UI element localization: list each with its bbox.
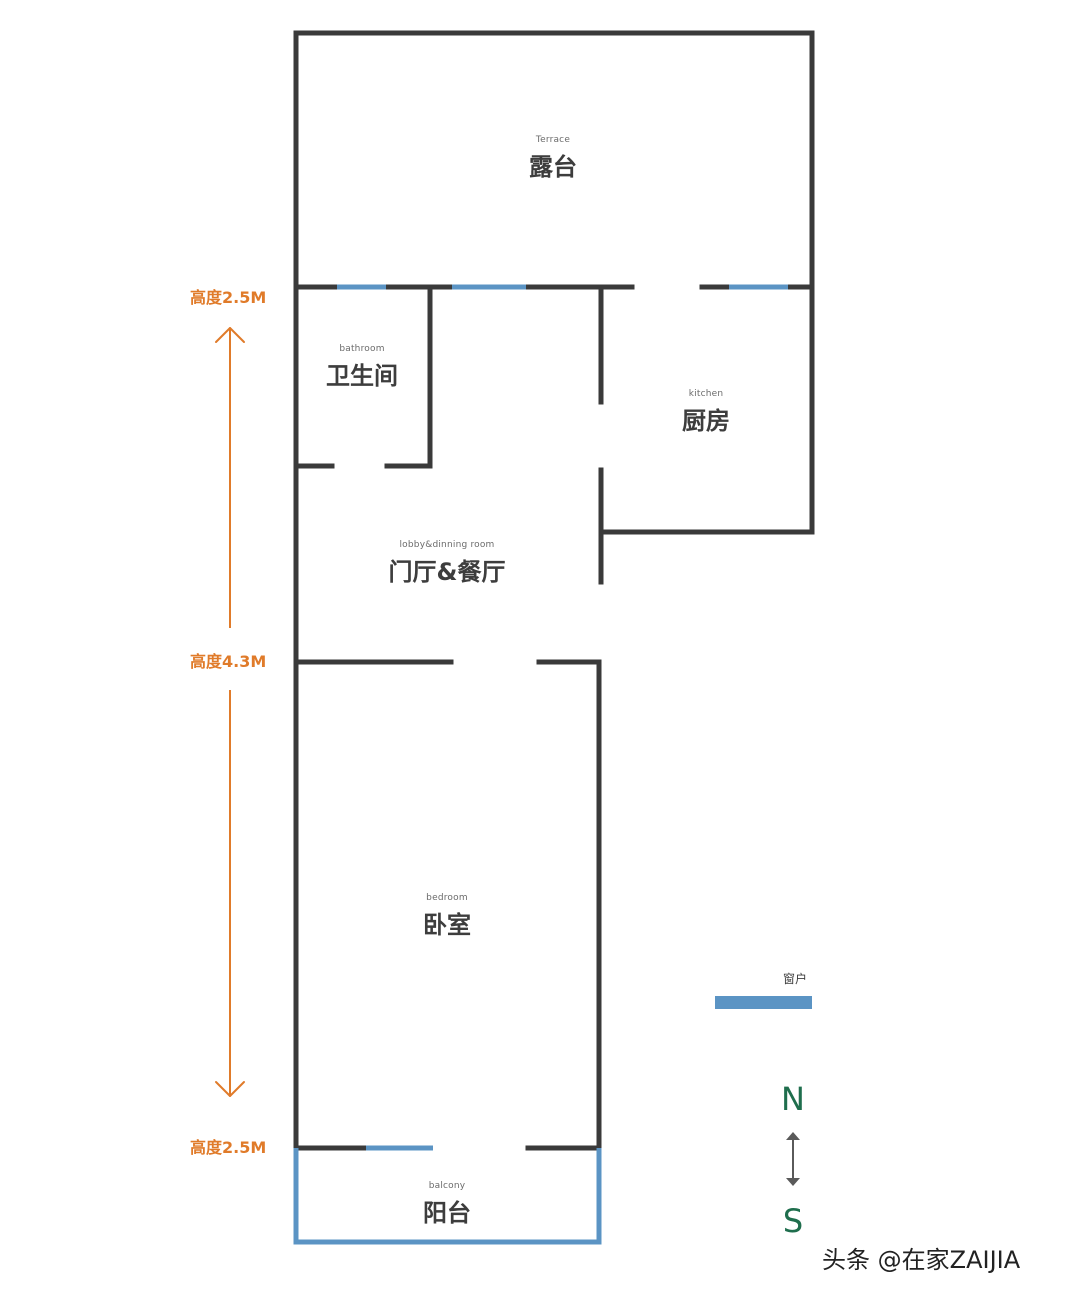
height-label-bottom: 高度2.5M [190, 1138, 267, 1157]
room-cn-bedroom: 卧室 [423, 911, 471, 939]
room-en-bedroom: bedroom [426, 893, 468, 903]
arrowhead-up [215, 327, 231, 343]
room-cn-lobby: 门厅&餐厅 [388, 558, 506, 586]
arrowhead-down [229, 1081, 245, 1097]
room-cn-bathroom: 卫生间 [326, 362, 398, 390]
room-en-lobby: lobby&dinning room [399, 540, 495, 550]
arrowhead-up [229, 327, 245, 343]
watermark: 头条 @在家ZAIJIA [822, 1246, 1021, 1274]
balcony-railing [293, 1148, 602, 1245]
room-cn-terrace: 露台 [529, 153, 577, 181]
height-label-top: 高度2.5M [190, 288, 267, 307]
window-legend-bar [715, 996, 812, 1009]
arrowhead-down [215, 1081, 231, 1097]
north-south-arrow-icon [786, 1132, 800, 1186]
compass-arrowhead-down [786, 1178, 800, 1186]
walls [293, 30, 815, 1151]
windows [337, 284, 788, 1151]
room-en-kitchen: kitchen [688, 389, 724, 399]
balcony-railing-line [293, 1148, 602, 1245]
window-legend-swatch [715, 996, 812, 1009]
room-en-balcony: balcony [428, 1181, 466, 1191]
compass-south-label: S [782, 1202, 804, 1240]
window-legend-label: 窗户 [783, 972, 808, 986]
compass-north-label: N [781, 1080, 805, 1118]
room-cn-kitchen: 厨房 [682, 407, 730, 435]
room-en-terrace: Terrace [535, 135, 571, 145]
room-cn-balcony: 阳台 [423, 1199, 471, 1227]
compass-arrowhead-up [786, 1132, 800, 1140]
height-dimension-arrow-icon [215, 327, 245, 1097]
room-en-bathroom: bathroom [339, 344, 385, 354]
height-label-middle: 高度4.3M [190, 652, 267, 671]
